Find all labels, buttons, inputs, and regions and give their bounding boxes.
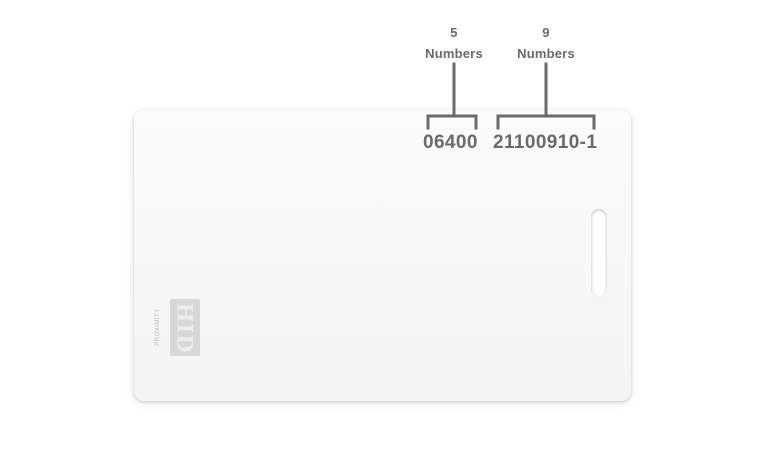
facility-code: 06400	[423, 132, 478, 153]
callout-5-word: Numbers	[425, 46, 483, 61]
callout-9-word: Numbers	[517, 46, 575, 61]
callout-9-count: 9	[542, 25, 550, 40]
card-slot-punch	[591, 209, 607, 297]
hid-logo-text: HID	[172, 302, 198, 354]
hid-logo	[170, 299, 200, 356]
proximity-card	[134, 110, 631, 401]
card-number: 21100910-1	[493, 132, 598, 153]
callout-5-count: 5	[450, 25, 458, 40]
callout-5-numbers: 5 Numbers	[414, 22, 494, 64]
callout-9-numbers: 9 Numbers	[506, 22, 586, 64]
hid-logo-subtext: PROXIMITY	[155, 308, 161, 346]
